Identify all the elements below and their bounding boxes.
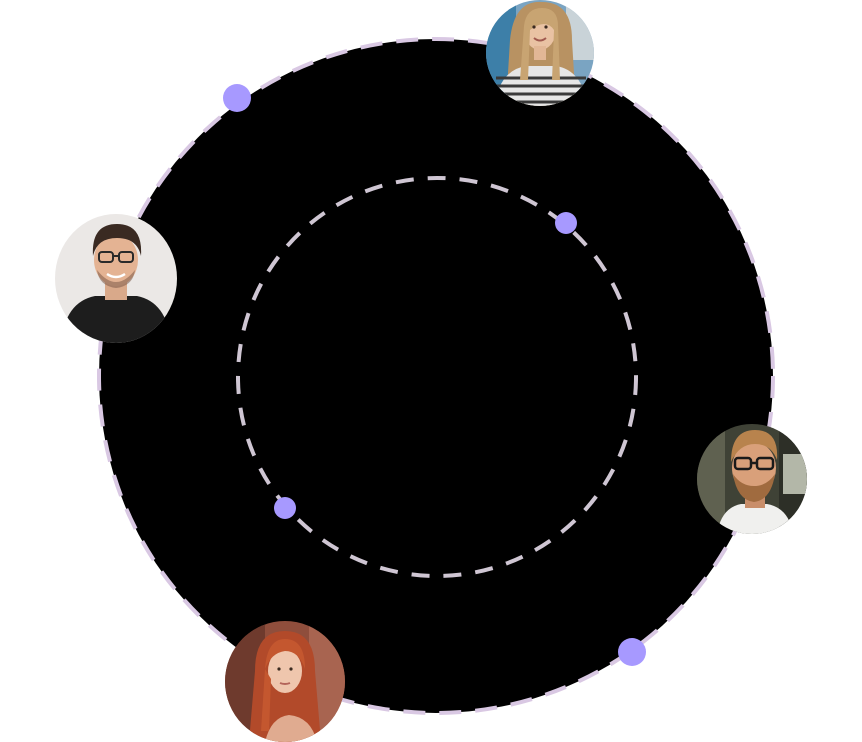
inner-orbit-ring: [236, 176, 638, 578]
avatar: [225, 621, 345, 742]
orbit-dot: [223, 84, 251, 112]
avatar-photo-icon: [225, 621, 345, 742]
avatar: [486, 0, 594, 106]
orbit-dot: [618, 638, 646, 666]
outer-disc: [99, 39, 773, 713]
avatar-photo-icon: [697, 424, 807, 534]
outer-orbit-ring: [97, 37, 775, 715]
avatar-photo-icon: [55, 214, 177, 343]
avatar-photo-icon: [486, 0, 594, 106]
orbit-dot: [555, 212, 577, 234]
avatar: [697, 424, 807, 534]
orbit-dot: [274, 497, 296, 519]
avatar: [55, 214, 177, 343]
